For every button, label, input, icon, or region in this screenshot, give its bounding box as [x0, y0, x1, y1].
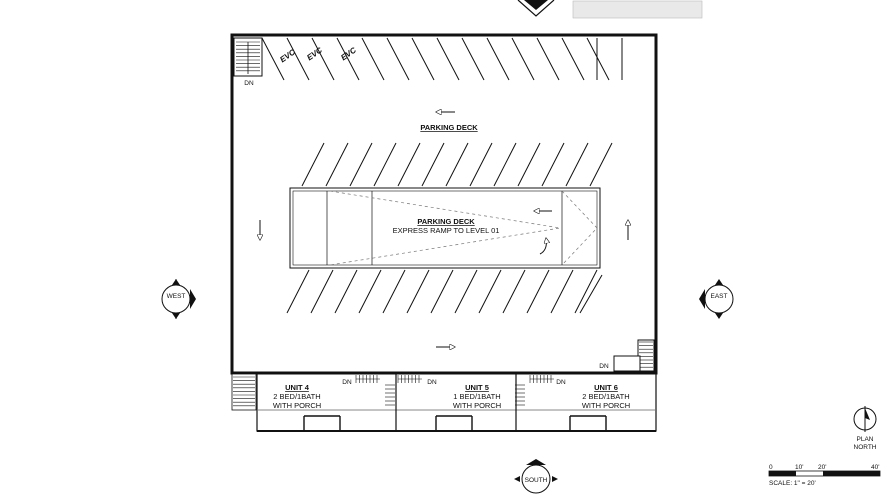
stall-line	[421, 142, 445, 187]
stall-line	[445, 142, 469, 187]
stall-line	[430, 269, 454, 314]
stall-line	[486, 37, 510, 81]
stall-line	[589, 142, 613, 187]
scale-tick: 20'	[818, 464, 826, 471]
north-marker-top	[517, 0, 555, 17]
south-marker: SOUTH	[514, 459, 558, 494]
east-label: EAST	[711, 293, 728, 300]
unit-name: UNIT 5	[465, 383, 489, 392]
units-strip	[256, 372, 657, 432]
stall-line	[517, 142, 541, 187]
stall-line	[436, 37, 460, 81]
west-marker: WEST	[161, 279, 196, 319]
stall-line	[536, 37, 560, 81]
stall-line	[454, 269, 478, 314]
ramp-subtitle: EXPRESS RAMP TO LEVEL 01	[393, 226, 500, 235]
stall-line	[561, 37, 585, 81]
stall-line	[541, 142, 565, 187]
west-label: WEST	[167, 293, 186, 300]
unit-4: UNIT 4 2 BED/1BATH WITH PORCH	[273, 383, 321, 410]
parking-stalls-top	[261, 37, 623, 81]
stall-line	[397, 142, 421, 187]
stall-line	[565, 142, 589, 187]
ramp-title: PARKING DECK	[417, 217, 475, 226]
stall-line	[311, 37, 335, 81]
stall-line	[361, 37, 385, 81]
stall-line	[286, 269, 310, 314]
stall-line	[358, 269, 382, 314]
unit-line2: WITH PORCH	[453, 401, 501, 410]
stall-line	[386, 37, 410, 81]
stall-line	[574, 269, 598, 314]
parking-stalls-mid-top	[301, 142, 613, 187]
traffic-arrows	[260, 112, 628, 347]
stall-line	[336, 37, 360, 81]
stall-line	[406, 269, 430, 314]
stall-line	[469, 142, 493, 187]
unit-line1: 2 BED/1BATH	[582, 392, 629, 401]
stair-top-left: DN	[233, 37, 263, 87]
express-ramp: PARKING DECK EXPRESS RAMP TO LEVEL 01	[289, 187, 601, 269]
plan-north-line2: NORTH	[854, 444, 877, 451]
south-label: SOUTH	[525, 477, 548, 484]
stall-line	[334, 269, 358, 314]
stair-dn-label: DN	[556, 379, 566, 386]
stall-line	[502, 269, 526, 314]
stall-line	[526, 269, 550, 314]
stall-line	[349, 142, 373, 187]
evc-label: EVC	[305, 45, 324, 62]
unit-name: UNIT 4	[285, 383, 310, 392]
stall-line	[493, 142, 517, 187]
stall-line	[579, 274, 603, 314]
stair-exterior	[231, 373, 257, 411]
east-marker: EAST	[699, 279, 734, 319]
unit-stairs	[303, 375, 607, 431]
legend-box	[572, 0, 703, 19]
stall-line	[478, 269, 502, 314]
scale-tick: 40'	[871, 464, 879, 471]
stall-line	[586, 37, 610, 81]
stall-line	[373, 142, 397, 187]
stall-line	[325, 142, 349, 187]
stair-dn-label: DN	[599, 363, 609, 370]
scale-bar: 0 10' 20' 40' SCALE: 1" = 20'	[768, 464, 881, 487]
plan-north-symbol: PLAN NORTH	[853, 406, 877, 451]
scale-tick: 0	[769, 464, 773, 471]
scale-tick: 10'	[795, 464, 803, 471]
unit-line1: 1 BED/1BATH	[453, 392, 500, 401]
unit-line2: WITH PORCH	[582, 401, 630, 410]
stair-bottom-right: DN	[599, 339, 655, 372]
stall-line	[550, 269, 574, 314]
plan-north-line1: PLAN	[857, 436, 874, 443]
stall-line	[411, 37, 435, 81]
stall-line	[261, 37, 285, 81]
unit-line2: WITH PORCH	[273, 401, 321, 410]
evc-labels: EVC EVC EVC	[278, 45, 358, 64]
scale-label: SCALE: 1" = 20'	[769, 480, 816, 487]
stall-line	[382, 269, 406, 314]
deck-title: PARKING DECK	[420, 123, 478, 132]
stair-dn-label: DN	[427, 379, 437, 386]
unit-5: UNIT 5 1 BED/1BATH WITH PORCH	[453, 383, 501, 410]
unit-line1: 2 BED/1BATH	[273, 392, 320, 401]
unit-name: UNIT 6	[594, 383, 618, 392]
stall-line	[310, 269, 334, 314]
parking-stalls-mid-bottom	[286, 269, 603, 314]
stair-dn-label: DN	[342, 379, 352, 386]
unit-6: UNIT 6 2 BED/1BATH WITH PORCH	[582, 383, 630, 410]
evc-label: EVC	[278, 47, 297, 64]
stair-dn-label: DN	[244, 80, 254, 87]
stall-line	[286, 37, 310, 81]
stall-line	[301, 142, 325, 187]
stall-line	[511, 37, 535, 81]
stall-line	[461, 37, 485, 81]
